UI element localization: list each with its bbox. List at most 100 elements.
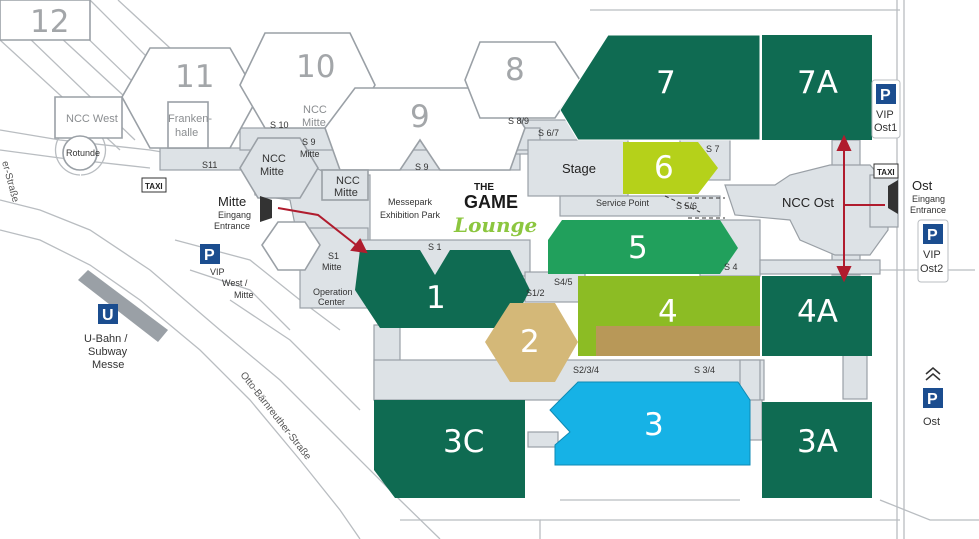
- hall-2[interactable]: [485, 303, 578, 382]
- taxi-west: TAXI: [141, 177, 167, 193]
- hall-4-lower: [596, 326, 760, 356]
- passage-s7: S 7: [706, 144, 720, 154]
- entrance-mitte[interactable]: Mitte Eingang Entrance: [214, 194, 272, 231]
- hall-6[interactable]: [623, 142, 718, 194]
- service-point-label: Service Point: [596, 198, 650, 208]
- parking-ost-label: Ost: [923, 416, 940, 428]
- vip-ost1-label-a: VIP: [876, 109, 894, 121]
- hall-6-label: 6: [654, 150, 674, 186]
- hall-11-label: 11: [175, 59, 214, 95]
- building-labels: Stage NCC Ost NCC Mitte NCC Mitte NCC We…: [66, 104, 834, 307]
- hall-9-label: 9: [410, 99, 430, 135]
- hall-7a-label: 7A: [797, 65, 838, 101]
- entrance-mitte-label-c: Entrance: [214, 221, 250, 231]
- ubahn-label-1: U-Bahn /: [84, 333, 128, 345]
- street-top-left: er-Straße: [0, 160, 21, 204]
- entrance-mitte-label-b: Eingang: [218, 210, 251, 220]
- passage-s1: S 1: [428, 242, 442, 252]
- messepark-label-a: Messepark: [388, 197, 433, 207]
- ubahn-station[interactable]: U U-Bahn / Subway Messe: [78, 270, 168, 371]
- operation-center-label-a: Operation: [313, 287, 353, 297]
- hall-4a-label: 4A: [797, 294, 838, 330]
- vip-ost2-label-a: VIP: [923, 249, 941, 261]
- ncc-mitte2-label-a: NCC: [336, 175, 360, 187]
- hall-12-outline: [0, 0, 91, 41]
- frankenhalle-label-b: halle: [175, 127, 198, 139]
- hall-3-label: 3: [644, 407, 664, 443]
- hall-12-label: 12: [30, 4, 69, 40]
- parking-vip-ost1[interactable]: P VIP Ost1: [871, 79, 901, 139]
- entrance-ost[interactable]: Ost Eingang Entrance: [888, 178, 946, 215]
- game-lounge-logo: THE GAME Lounge: [453, 182, 537, 237]
- route-arrows: [277, 134, 885, 283]
- hall-3a[interactable]: [762, 402, 872, 498]
- operation-center-label-b: Center: [318, 297, 345, 307]
- parking-ost[interactable]: P Ost: [923, 367, 943, 428]
- hall-3c-label: 3C: [443, 424, 484, 460]
- ncc-mitte2-label-b: Mitte: [334, 187, 358, 199]
- hall-3c[interactable]: [374, 400, 525, 498]
- taxi-ost-label: TAXI: [877, 168, 895, 177]
- ncc-mitte-top-label-b: Mitte: [302, 117, 326, 129]
- passage-s34: S 3/4: [694, 365, 715, 375]
- hall-1[interactable]: [355, 250, 530, 328]
- vip-ost1-label-b: Ost1: [874, 122, 897, 134]
- entrance-mitte-label-a: Mitte: [218, 194, 246, 209]
- passage-s45: S4/5: [554, 277, 573, 287]
- passage-s1-mitte-a: S1: [328, 251, 339, 261]
- rotunde-label: Rotunde: [66, 148, 100, 158]
- passage-s1-mitte-b: Mitte: [322, 262, 342, 272]
- street-otto: Otto-Bärnreuther-Straße: [238, 370, 314, 463]
- entrance-ost-label-b: Eingang: [912, 194, 945, 204]
- dashed-links: [664, 195, 725, 219]
- passage-s11: S11: [202, 160, 217, 170]
- vip-west-label-c: Mitte: [234, 290, 254, 300]
- hall-4a[interactable]: [762, 276, 872, 356]
- ubahn-icon: U: [102, 307, 114, 324]
- parking-vip-ost2[interactable]: P VIP Ost2: [917, 219, 949, 283]
- logo-the: THE: [474, 182, 494, 193]
- hall-3[interactable]: [549, 381, 751, 466]
- hall-4-wedge: [578, 276, 596, 356]
- passage-s234: S2/3/4: [573, 365, 599, 375]
- messepark-label-b: Exhibition Park: [380, 210, 441, 220]
- parking-vip-west[interactable]: P VIP West / Mitte: [200, 244, 254, 300]
- frankenhalle-label-a: Franken-: [168, 113, 212, 125]
- frankenhalle-outline: [167, 101, 209, 149]
- parking-icon-ost: P: [927, 391, 938, 408]
- ncc-west-outline: [54, 96, 123, 139]
- hall-8-outline: [464, 41, 581, 119]
- parking-icon-west: P: [204, 247, 215, 264]
- ncc-mitte-label-a: NCC: [262, 153, 286, 165]
- ncc-mitte-2-outline: [321, 169, 369, 201]
- hall-8-label: 8: [505, 52, 525, 88]
- passage-s4: S 4: [724, 262, 738, 272]
- hall-5[interactable]: [548, 220, 738, 274]
- stage-label: Stage: [562, 161, 596, 176]
- ncc-mitte-top-label-a: NCC: [303, 104, 327, 116]
- ubahn-label-3: Messe: [92, 359, 124, 371]
- hall-7[interactable]: [559, 34, 761, 141]
- passage-s67: S 6/7: [538, 128, 559, 138]
- rotunde-circle: [62, 135, 98, 171]
- hall-labels: 12 11 10 9 8 7 7A 6 5 4 4A 1 2 3 3A 3C: [30, 4, 838, 460]
- ncc-ost-label: NCC Ost: [782, 195, 834, 210]
- ncc-west-label: NCC West: [66, 113, 118, 125]
- ncc-mitte-label-b: Mitte: [260, 166, 284, 178]
- vip-west-label-b: West /: [222, 278, 248, 288]
- hall-7a[interactable]: [762, 35, 872, 140]
- hall-2-label: 2: [520, 324, 540, 360]
- passage-s9-mitte-b: Mitte: [300, 149, 320, 159]
- white-hex: [261, 221, 321, 271]
- passage-s89: S 8/9: [508, 116, 529, 126]
- hall-3a-label: 3A: [797, 424, 838, 460]
- hall-4-label: 4: [658, 294, 678, 330]
- passage-s12: S1/2: [526, 288, 545, 298]
- passage-s9: S 9: [415, 162, 429, 172]
- passage-s9-mitte-a: S 9: [302, 137, 316, 147]
- entrance-ost-label-a: Ost: [912, 178, 933, 193]
- taxi-ost: TAXI: [873, 163, 899, 179]
- hall-1-label: 1: [426, 280, 446, 316]
- passage-s10: S 10: [270, 120, 289, 130]
